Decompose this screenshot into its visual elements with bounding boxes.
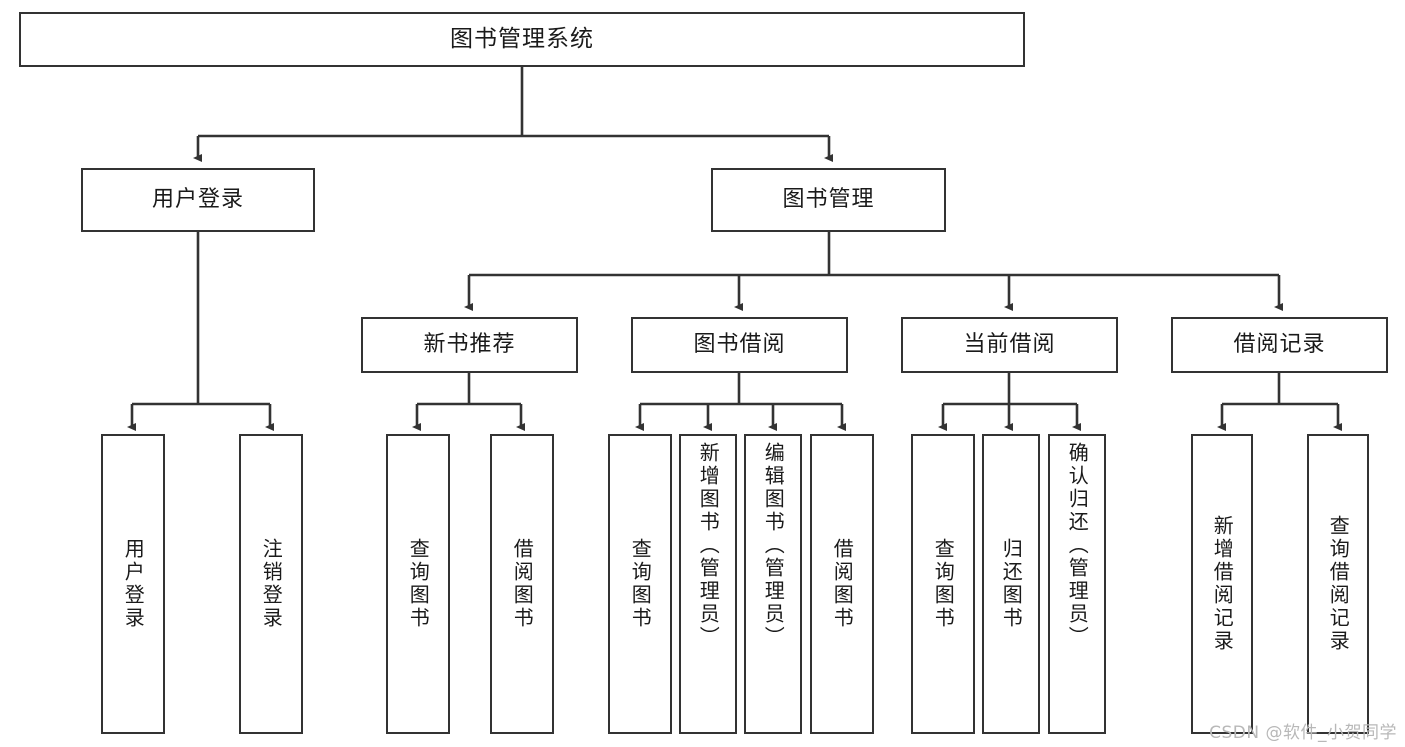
node-label: 查询图书 [628,538,653,630]
node-label: 编辑图书（管理员） [761,442,786,649]
node-label: 新增图书（管理员） [696,442,721,649]
node-leaf-user-login[interactable]: 用户登录 [101,434,165,734]
node-label: 确认归还（管理员） [1065,442,1090,649]
node-label: 查询图书 [931,538,956,630]
node-label: 图书管理系统 [450,25,594,52]
node-book-manage[interactable]: 图书管理 [711,168,946,232]
node-label: 新增借阅记录 [1210,515,1235,653]
node-book-borrow[interactable]: 图书借阅 [631,317,848,373]
node-label: 当前借阅 [963,331,1056,357]
node-leaf-return-book[interactable]: 归还图书 [982,434,1040,734]
node-label: 用户登录 [121,538,146,630]
node-borrow-record[interactable]: 借阅记录 [1171,317,1388,373]
node-root-system[interactable]: 图书管理系统 [19,12,1025,67]
node-label: 借阅记录 [1233,331,1326,357]
node-leaf-borrow-book[interactable]: 借阅图书 [810,434,874,734]
node-leaf-query-book-current[interactable]: 查询图书 [911,434,975,734]
node-label: 借阅图书 [510,538,535,630]
node-label: 归还图书 [999,538,1024,630]
node-label: 借阅图书 [830,538,855,630]
node-user-login[interactable]: 用户登录 [81,168,315,232]
node-leaf-add-book[interactable]: 新增图书（管理员） [679,434,737,734]
node-leaf-confirm-return[interactable]: 确认归还（管理员） [1048,434,1106,734]
node-label: 注销登录 [259,538,284,630]
node-label: 图书借阅 [693,331,786,357]
node-leaf-borrow-book-recommend[interactable]: 借阅图书 [490,434,554,734]
node-leaf-query-borrow-record[interactable]: 查询借阅记录 [1307,434,1369,734]
node-label: 图书管理 [782,186,875,212]
node-new-book-recommend[interactable]: 新书推荐 [361,317,578,373]
node-label: 查询借阅记录 [1326,515,1351,653]
node-leaf-query-book-recommend[interactable]: 查询图书 [386,434,450,734]
node-leaf-edit-book[interactable]: 编辑图书（管理员） [744,434,802,734]
node-label: 查询图书 [406,538,431,630]
node-leaf-logout-login[interactable]: 注销登录 [239,434,303,734]
node-label: 新书推荐 [423,331,516,357]
node-label: 用户登录 [151,186,244,212]
node-current-borrow[interactable]: 当前借阅 [901,317,1118,373]
node-leaf-query-book-borrow[interactable]: 查询图书 [608,434,672,734]
watermark-text: CSDN @软件_小贺同学 [1209,723,1397,743]
node-leaf-add-borrow-record[interactable]: 新增借阅记录 [1191,434,1253,734]
